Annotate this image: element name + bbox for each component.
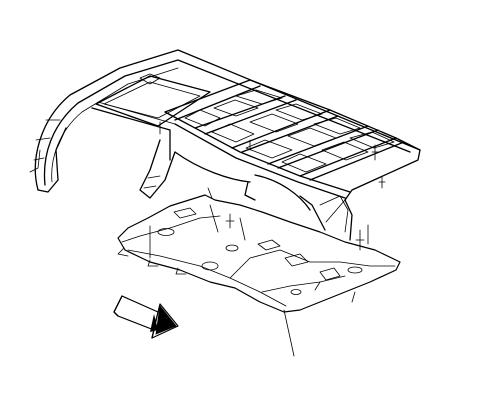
forward-arrow-icon	[113, 295, 179, 339]
roof-frame	[29, 49, 421, 241]
headliner-panel	[117, 187, 401, 357]
